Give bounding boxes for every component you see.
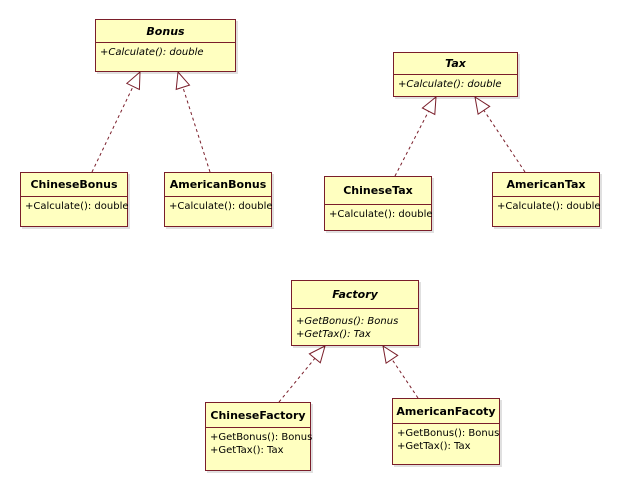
realization-arrowhead-chinese_bonus (125, 70, 141, 91)
operation: +Calculate(): double (169, 201, 273, 212)
class-name: ChineseTax (325, 177, 431, 205)
class-bonus[interactable]: Bonus +Calculate(): double (95, 19, 236, 72)
realization-arrowhead-american_factory (382, 344, 399, 365)
realization-line-chinese_bonus (91, 86, 134, 173)
class-name: Tax (394, 53, 517, 75)
realization-arrowhead-chinese_factory (308, 345, 326, 364)
operation: +GetTax(): Tax (397, 441, 471, 452)
class-chinese-tax[interactable]: ChineseTax +Calculate(): double (324, 176, 433, 231)
class-tax[interactable]: Tax +Calculate(): double (393, 52, 518, 97)
class-name: AmericanFacoty (393, 399, 499, 424)
class-operations: +Calculate(): double (96, 43, 235, 59)
operation: +Calculate(): double (398, 79, 502, 90)
class-american-factory[interactable]: AmericanFacoty +GetBonus(): Bonus +GetTa… (392, 398, 500, 465)
connectors (91, 70, 526, 403)
operation: +GetBonus(): Bonus (210, 432, 313, 443)
realization-line-chinese_tax (394, 110, 430, 177)
class-name: Bonus (96, 20, 235, 43)
operation: +Calculate(): double (25, 201, 129, 212)
class-operations: +GetBonus(): Bonus +GetTax(): Tax (292, 309, 418, 341)
operation: +Calculate(): double (100, 47, 204, 58)
class-operations: +Calculate(): double (493, 197, 601, 213)
realization-arrowhead-american_bonus (175, 70, 191, 91)
class-operations: +Calculate(): double (325, 205, 433, 221)
class-operations: +Calculate(): double (21, 197, 129, 213)
realization-line-american_tax (483, 110, 526, 173)
class-operations: +Calculate(): double (394, 75, 517, 91)
realization-line-american_factory (391, 358, 419, 399)
realization-line-chinese_factory (278, 358, 316, 403)
operation: +GetBonus(): Bonus (397, 428, 500, 439)
class-chinese-factory[interactable]: ChineseFactory +GetBonus(): Bonus +GetTa… (205, 402, 313, 471)
class-operations: +GetBonus(): Bonus +GetTax(): Tax (393, 424, 499, 453)
operation: +GetTax(): Tax (210, 445, 284, 456)
realization-line-american_bonus (182, 87, 211, 173)
class-name: AmericanTax (493, 173, 599, 197)
class-name: AmericanBonus (165, 173, 271, 197)
class-american-bonus[interactable]: AmericanBonus +Calculate(): double (164, 172, 273, 227)
operation: +Calculate(): double (329, 209, 433, 220)
operation: +GetTax(): Tax (296, 329, 371, 340)
class-chinese-bonus[interactable]: ChineseBonus +Calculate(): double (20, 172, 129, 227)
realization-arrowhead-chinese_tax (421, 95, 437, 116)
class-american-tax[interactable]: AmericanTax +Calculate(): double (492, 172, 601, 227)
class-operations: +Calculate(): double (165, 197, 273, 213)
operation: +GetBonus(): Bonus (296, 316, 399, 327)
class-name: Factory (292, 281, 418, 309)
class-factory[interactable]: Factory +GetBonus(): Bonus +GetTax(): Ta… (291, 280, 419, 346)
class-operations: +GetBonus(): Bonus +GetTax(): Tax (206, 428, 313, 457)
class-name: ChineseBonus (21, 173, 127, 197)
operation: +Calculate(): double (497, 201, 601, 212)
realization-arrowhead-american_tax (474, 95, 491, 116)
class-name: ChineseFactory (206, 403, 310, 428)
